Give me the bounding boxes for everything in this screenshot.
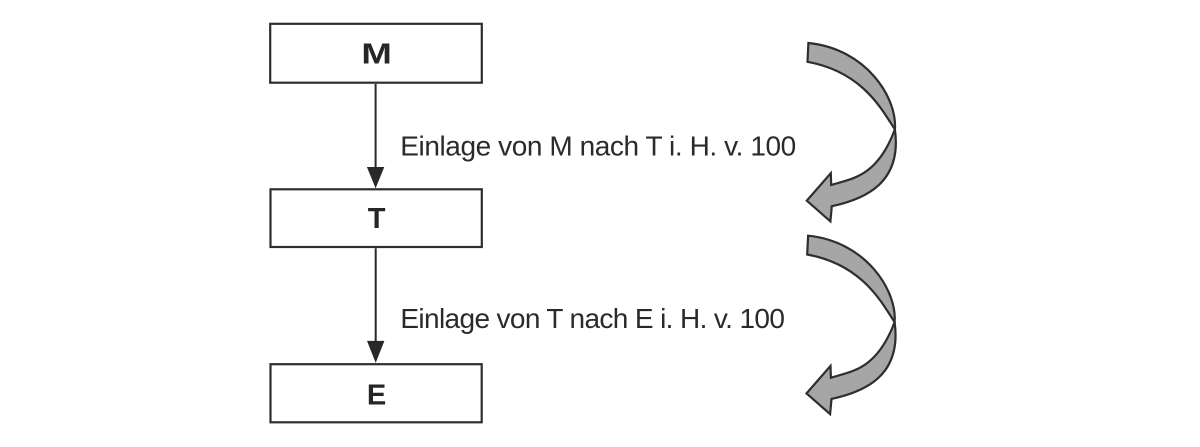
svg-text:T: T [368, 203, 386, 235]
svg-text:M: M [361, 37, 391, 70]
svg-text:Einlage von M nach T i. H. v.: Einlage von M nach T i. H. v. 100 [400, 131, 795, 162]
svg-text:E: E [367, 380, 386, 412]
svg-text:Einlage von T nach E i. H. v.: Einlage von T nach E i. H. v. 100 [400, 303, 784, 334]
